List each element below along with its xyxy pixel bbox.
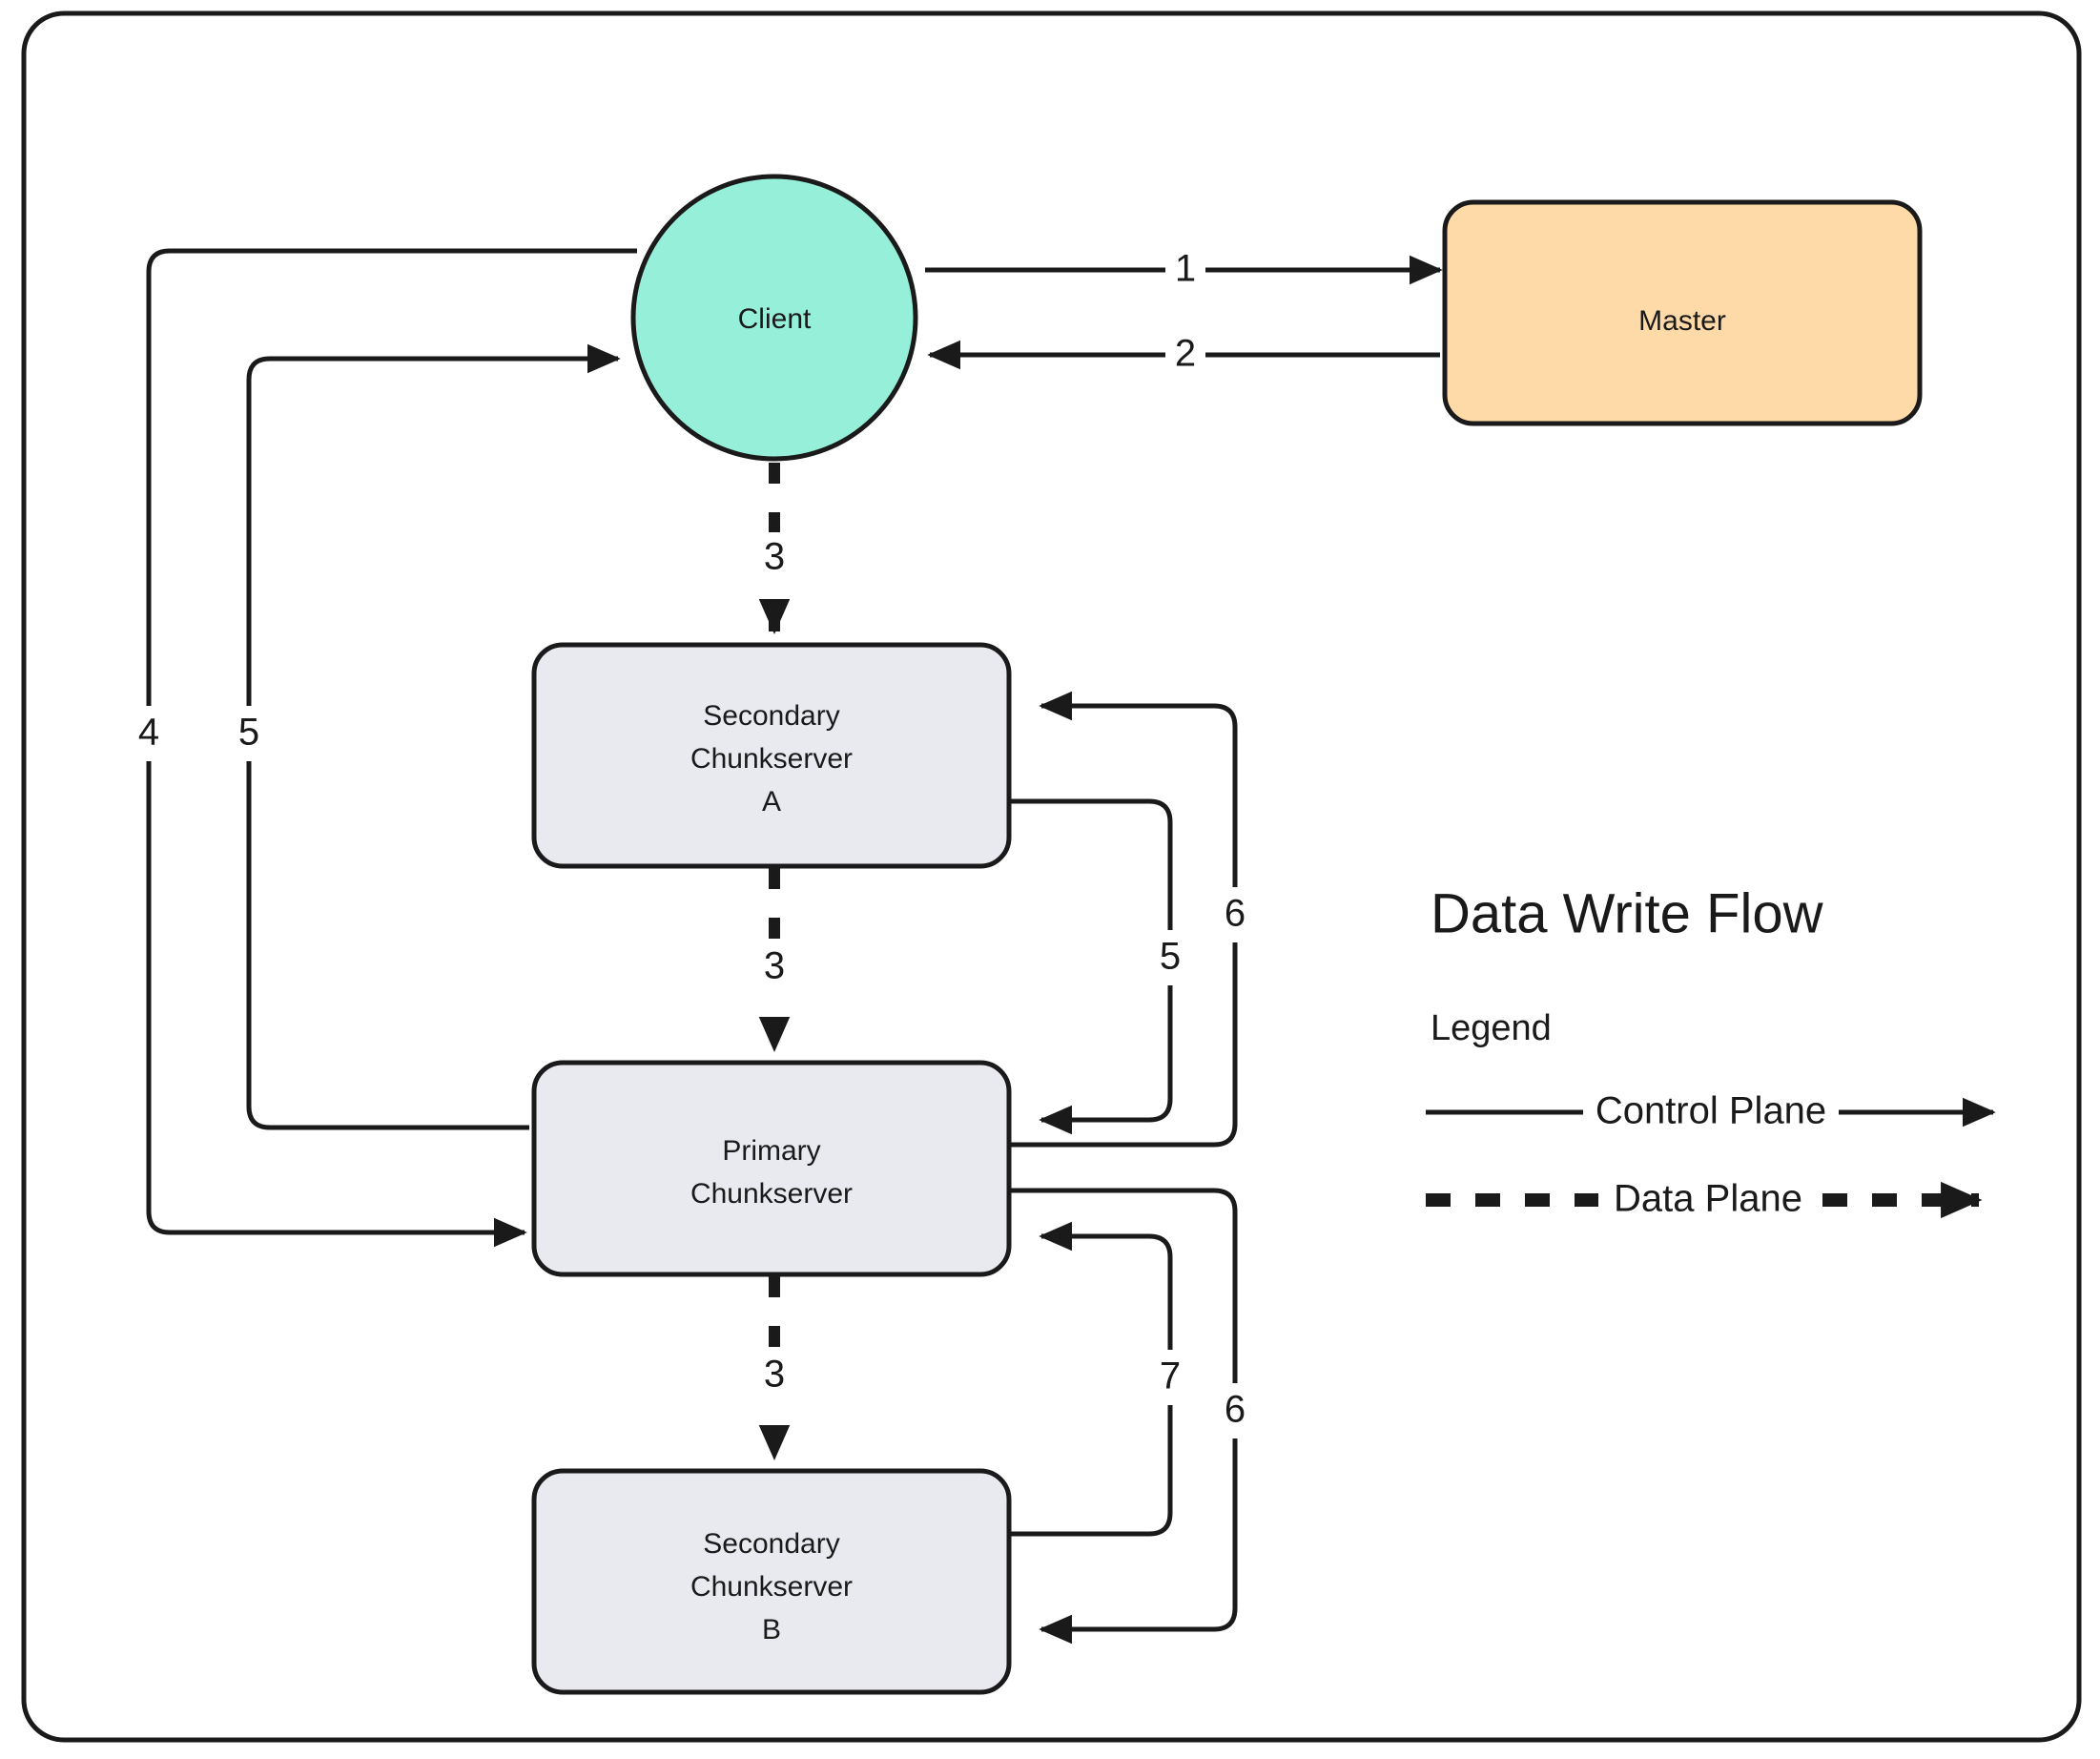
- diagram-frame: [21, 10, 2082, 1743]
- node-master[interactable]: Master: [1442, 199, 1923, 426]
- edge-3-secondary-a-to-primary: 3: [753, 868, 797, 1052]
- edge-5-primary-to-secondary-a: 6: [1009, 691, 1258, 1148]
- edge-label-1: 1: [1175, 248, 1196, 290]
- edge-label-3c: 3: [764, 1354, 785, 1396]
- node-secondary-a-label-line2: Chunkserver: [690, 743, 853, 775]
- edge-label-3b: 3: [764, 945, 785, 987]
- node-secondary-b-label-line3: B: [762, 1614, 781, 1645]
- node-secondary-b-label-line2: Chunkserver: [690, 1571, 853, 1603]
- legend-title: Data Write Flow: [1431, 882, 1824, 944]
- node-secondary-chunkserver-a[interactable]: Secondary Chunkserver A: [531, 642, 1012, 869]
- edge-label-7: 5: [238, 712, 259, 754]
- legend-heading: Legend: [1431, 1008, 1552, 1048]
- edge-label-6b: 7: [1160, 1355, 1181, 1397]
- node-secondary-a-label-line3: A: [762, 786, 781, 817]
- edge-label-5a: 6: [1225, 893, 1246, 935]
- edge-label-3a: 3: [764, 536, 785, 578]
- edge-7-primary-to-client: 5: [228, 343, 621, 1130]
- legend-item-data-plane: Data Plane: [1426, 1171, 1983, 1231]
- node-secondary-b-label-line1: Secondary: [703, 1528, 839, 1560]
- edge-label-6a: 5: [1160, 936, 1181, 978]
- edge-4-client-to-primary: 4: [128, 248, 637, 1248]
- legend-label-data-plane: Data Plane: [1614, 1178, 1802, 1220]
- edge-label-4: 4: [138, 712, 159, 754]
- edge-6-secondary-a-to-primary: 5: [1009, 798, 1193, 1135]
- node-secondary-b-shape: [531, 1468, 1012, 1695]
- node-primary-label-line2: Chunkserver: [690, 1178, 853, 1210]
- node-primary-shape: [531, 1060, 1012, 1277]
- edge-3-client-to-secondary-a: 3: [753, 463, 797, 634]
- node-secondary-a-shape: [531, 642, 1012, 869]
- node-master-shape: [1442, 199, 1923, 426]
- node-primary-label-line1: Primary: [722, 1135, 820, 1167]
- edge-6-secondary-b-to-primary: 7: [1009, 1221, 1193, 1537]
- legend-item-control-plane: Control Plane: [1426, 1084, 1996, 1141]
- edge-1-client-to-master: 1: [925, 244, 1443, 296]
- node-client-label: Client: [738, 303, 812, 335]
- legend-label-control-plane: Control Plane: [1596, 1090, 1826, 1132]
- legend: Data Write Flow Legend Control Plane Dat…: [1426, 882, 1996, 1231]
- edge-3-primary-to-secondary-b: 3: [753, 1276, 797, 1460]
- edge-5-primary-to-secondary-b: 6: [1009, 1188, 1258, 1645]
- edge-label-5b: 6: [1225, 1389, 1246, 1431]
- node-secondary-chunkserver-b[interactable]: Secondary Chunkserver B: [531, 1468, 1012, 1695]
- node-primary-chunkserver[interactable]: Primary Chunkserver: [531, 1060, 1012, 1277]
- node-master-label: Master: [1638, 305, 1726, 337]
- node-client-shape: [630, 174, 918, 462]
- edge-label-2: 2: [1175, 333, 1196, 375]
- node-client[interactable]: Client: [630, 174, 918, 462]
- edge-2-master-to-client: 2: [927, 329, 1440, 381]
- node-secondary-a-label-line1: Secondary: [703, 700, 839, 732]
